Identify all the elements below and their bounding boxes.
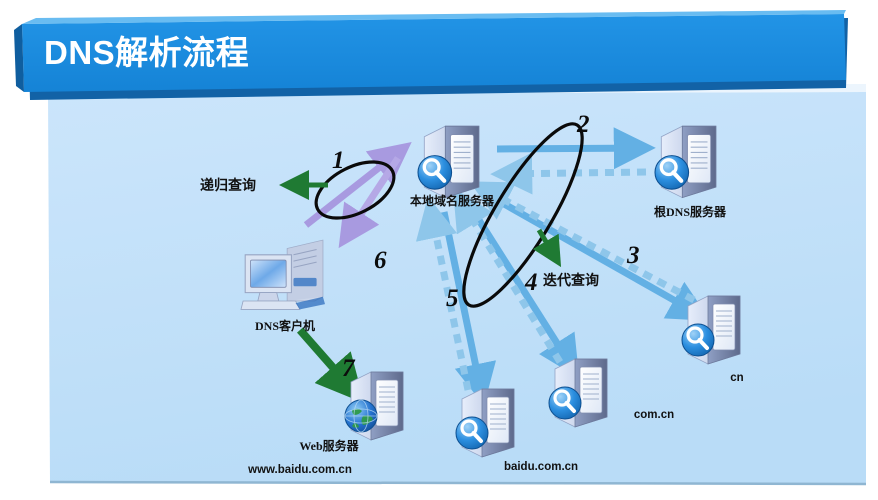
annotation-ellipses: [314, 122, 584, 308]
title-banner: DNS解析流程: [14, 10, 848, 100]
arrow-step-3: [488, 192, 711, 321]
page-title: DNS解析流程: [44, 34, 249, 71]
ellipse-recursive-group: [314, 160, 396, 220]
query-label-arrows: [279, 170, 562, 268]
flow-arrows: [296, 127, 711, 406]
step-number-1: 1: [332, 147, 345, 174]
step-number-6: 6: [374, 247, 387, 274]
arrow-root-response: [490, 152, 647, 195]
step-numbers: 1 2 3 4 5 6 7: [332, 111, 640, 382]
node-dns-client[interactable]: DNS客户机: [240, 239, 326, 333]
label-recursive-query: 递归查询: [200, 177, 256, 194]
arrow-step-5: [440, 211, 497, 406]
node-sublabel-web-server-url: www.baidu.com.cn: [247, 464, 352, 476]
node-baiducomcn-server[interactable]: baidu.com.cn: [454, 387, 578, 473]
node-label-cn: cn: [730, 372, 743, 384]
arrow-step-7: [296, 327, 365, 404]
label-iterative-query: 迭代查询: [543, 272, 599, 289]
server-search-icon: [454, 387, 516, 459]
ellipse-iterative-group: [462, 122, 584, 308]
step-number-5: 5: [446, 285, 459, 312]
node-web-server[interactable]: Web服务器 www.baidu.com.cn: [247, 371, 404, 476]
node-cn-server[interactable]: cn: [680, 294, 744, 384]
server-globe-icon: [344, 371, 404, 441]
panel-bottom-rule: [49, 480, 867, 486]
node-label-root-dns: 根DNS服务器: [654, 204, 727, 219]
server-search-icon: [655, 126, 716, 197]
arrow-iterative-label: [532, 228, 562, 268]
node-label-baiducomcn: baidu.com.cn: [504, 461, 578, 473]
step-number-3: 3: [626, 242, 640, 269]
arrow-step-6: [338, 156, 401, 249]
arrow-comcn-response: [452, 187, 563, 364]
server-search-icon: [680, 294, 742, 366]
arrow-step-1: [303, 141, 412, 228]
node-label-dns-client: DNS客户机: [255, 318, 315, 333]
server-search-icon: [418, 126, 479, 197]
node-label-local-dns: 本地域名服务器: [410, 193, 495, 208]
node-root-dns-server[interactable]: 根DNS服务器: [654, 126, 727, 219]
step-number-2: 2: [576, 111, 590, 138]
arrow-step-2: [496, 127, 656, 170]
arrow-cn-response: [469, 181, 696, 304]
node-local-dns-server[interactable]: 本地域名服务器: [410, 126, 495, 208]
node-label-web-server: Web服务器: [299, 438, 359, 453]
node-label-comcn: com.cn: [634, 409, 674, 421]
step-number-7: 7: [342, 355, 356, 382]
server-search-icon: [547, 357, 609, 429]
node-comcn-server[interactable]: com.cn: [547, 357, 674, 429]
step-number-4: 4: [524, 269, 538, 296]
